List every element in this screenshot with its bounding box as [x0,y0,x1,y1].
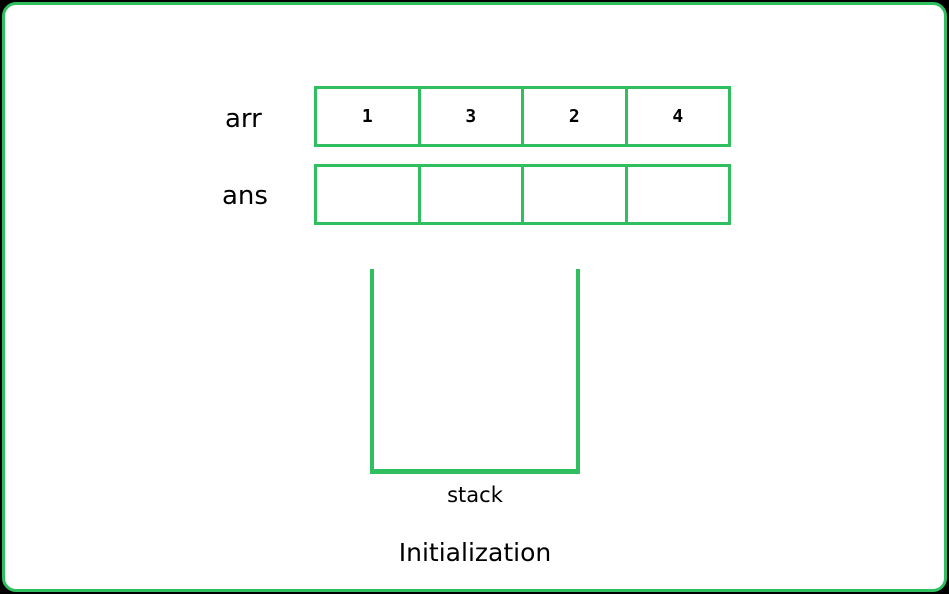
ans-cell [524,167,628,222]
arr-cell: 3 [421,89,524,144]
ans-cell [421,167,524,222]
ans-cell [317,167,421,222]
arr-label: arr [225,104,262,134]
diagram-caption: Initialization [398,538,552,567]
ans-label: ans [222,181,268,211]
arr-cell: 2 [524,89,628,144]
ans-cell [628,167,729,222]
stack-container [370,269,580,474]
arr-array: 1 3 2 4 [314,86,731,147]
stack-label: stack [447,483,503,507]
arr-cell: 1 [317,89,421,144]
ans-array [314,164,731,225]
arr-cell: 4 [672,106,684,127]
